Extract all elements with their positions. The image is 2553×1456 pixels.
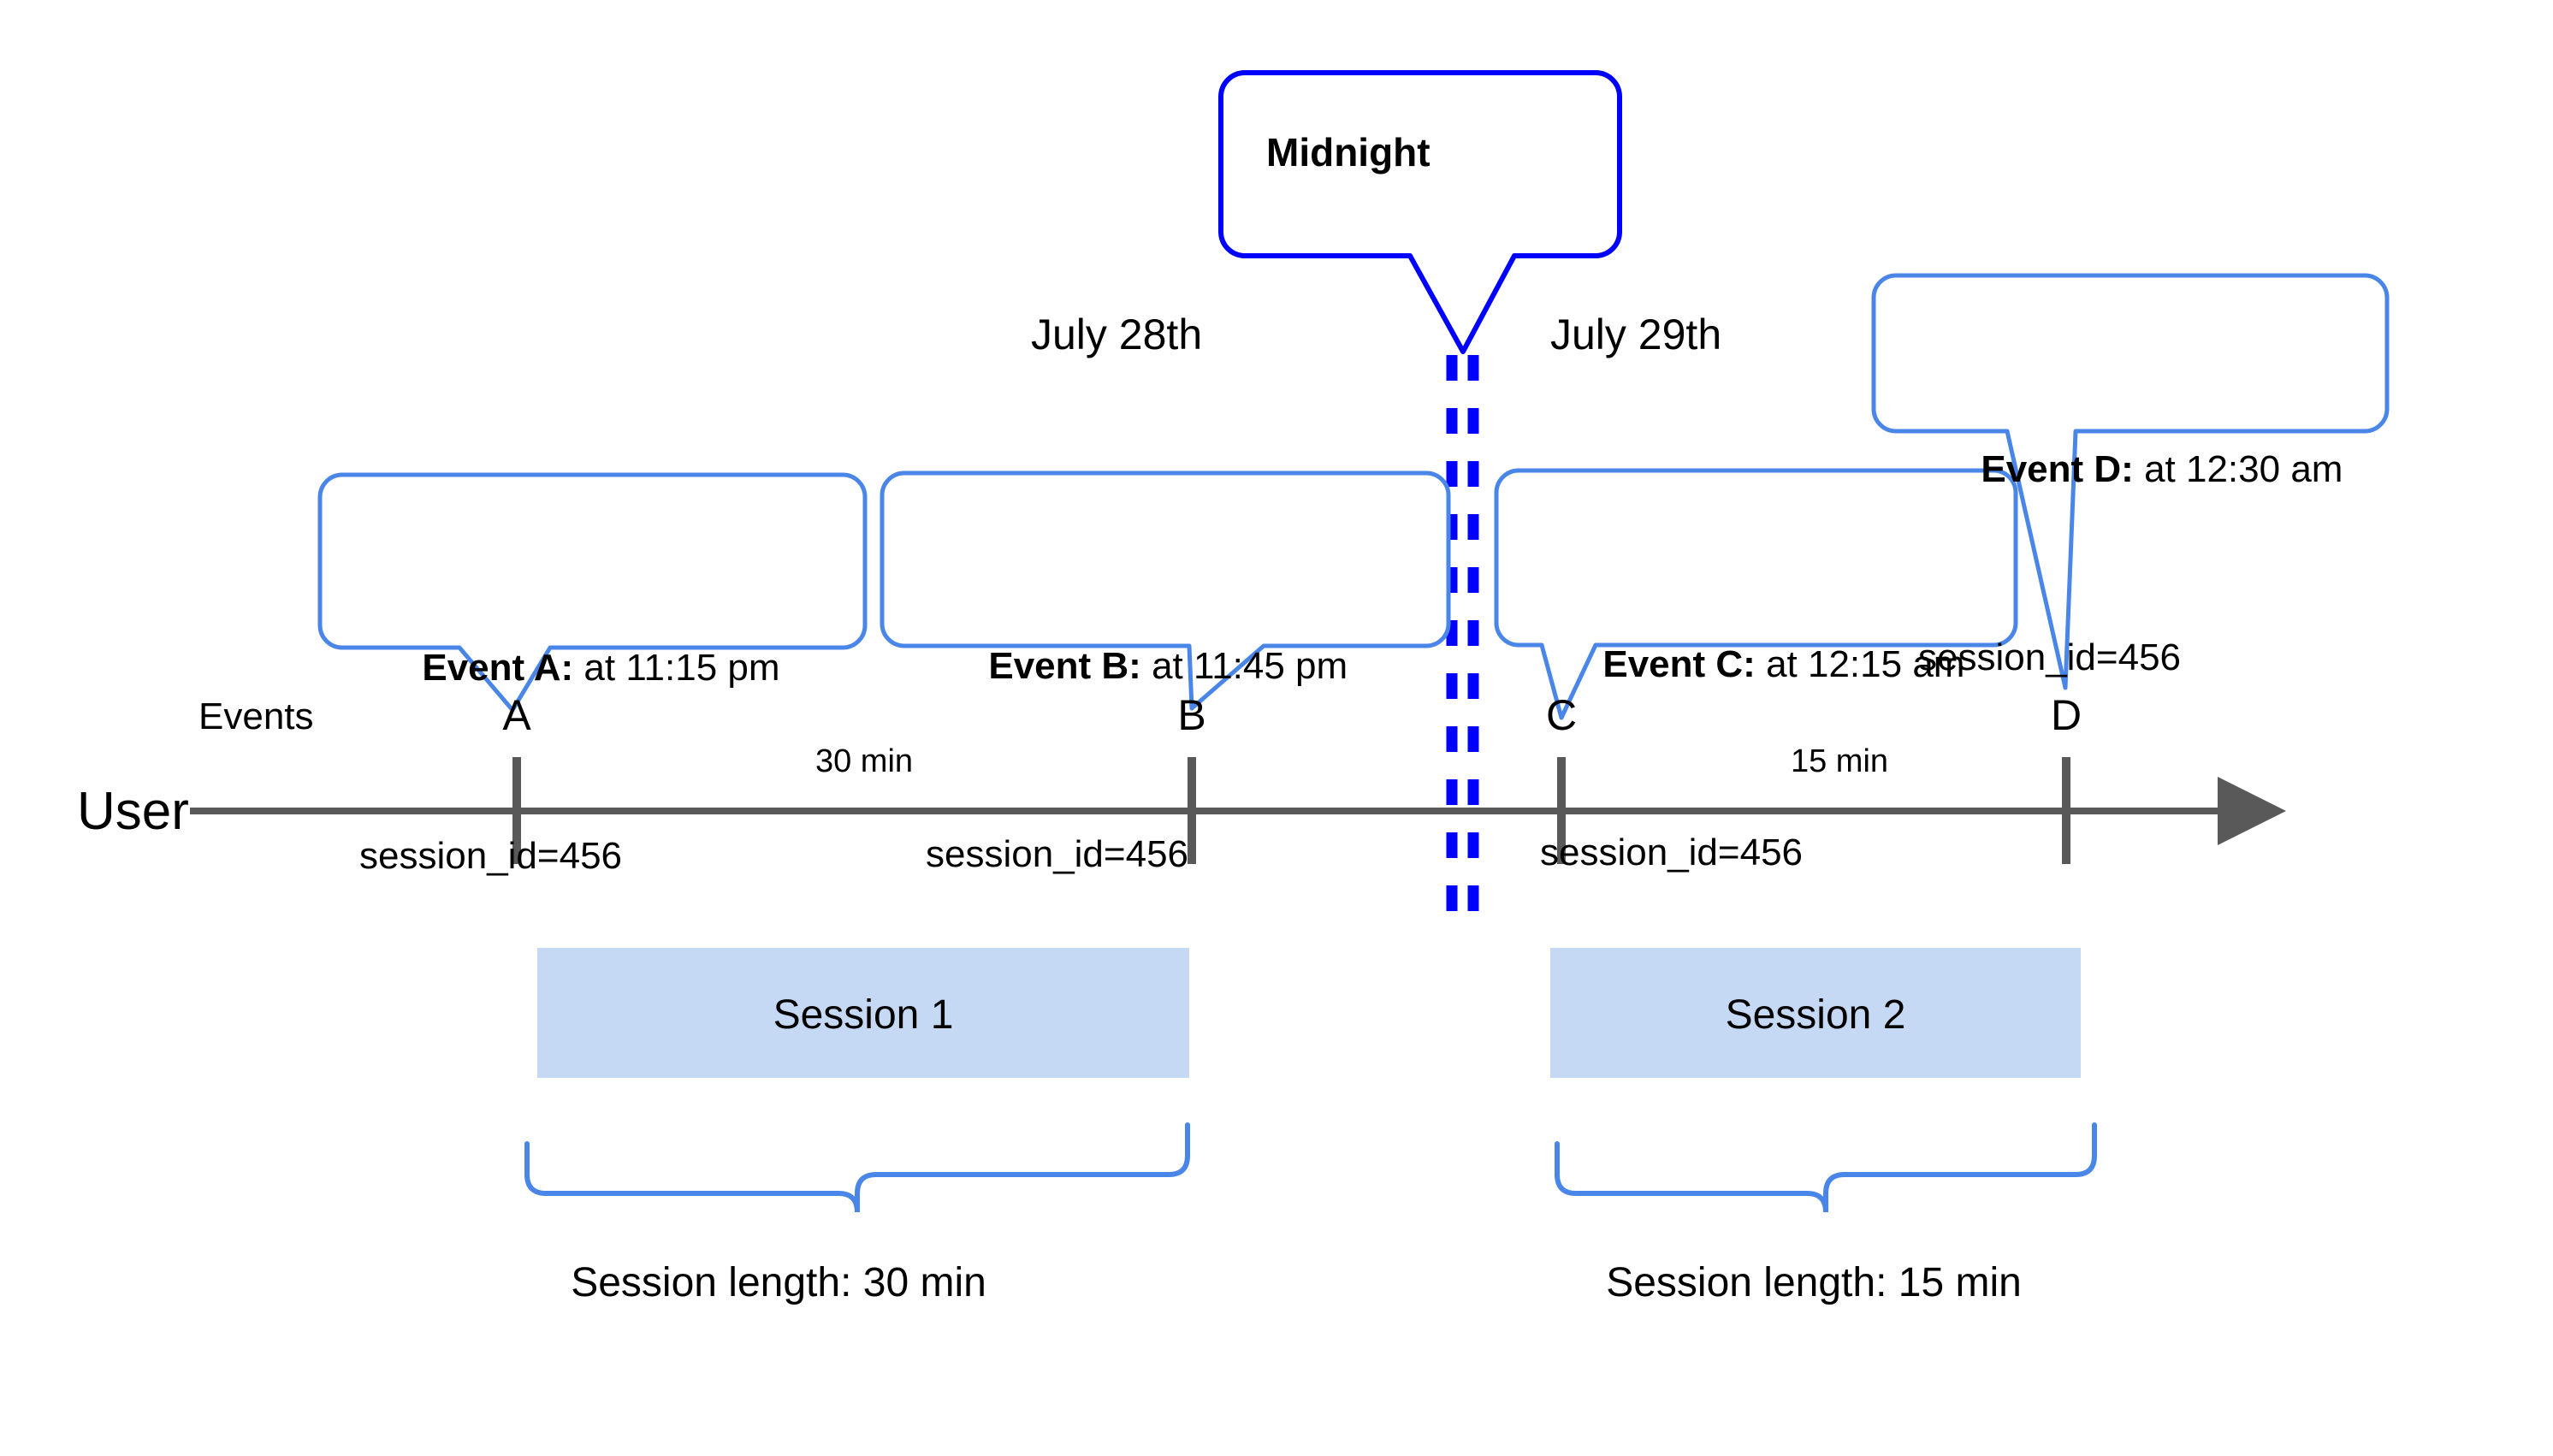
date-label-july28: July 28th	[1031, 311, 1203, 358]
session-bar-label-session2: Session 2	[1725, 992, 1906, 1038]
tick-letter-a: A	[502, 691, 531, 739]
session-bar-session2	[1550, 948, 2081, 1078]
event-callout-bubble-a	[317, 472, 868, 713]
gap-label-cd: 15 min	[1790, 743, 1889, 779]
session-brace-session2	[1555, 1122, 2097, 1213]
event-callout-meta-a: session_id=456	[359, 835, 623, 877]
event-callout-text-d: Event D: at 12:30 am session_id=456	[1918, 305, 2343, 775]
tick-letter-b: B	[1177, 691, 1206, 739]
event-callout-meta-d: session_id=456	[1918, 636, 2182, 678]
midnight-callout-bubble	[1218, 70, 1622, 354]
event-callout-bubble-c	[1494, 468, 2018, 720]
event-callout-bubble-d	[1871, 273, 2390, 690]
event-callout-text-a: Event A: at 11:15 pm session_id=456	[359, 503, 780, 974]
event-callout-detail-d: at 12:30 am	[2133, 448, 2343, 490]
lane-label-events: Events	[198, 695, 314, 737]
event-callout-detail-c: at 12:15 am	[1755, 643, 1965, 685]
event-callout-meta-c: session_id=456	[1540, 832, 1804, 873]
midnight-label: Midnight	[1266, 130, 1431, 175]
gap-label-ab: 30 min	[814, 743, 914, 779]
lane-label-user: User	[77, 782, 189, 841]
event-callout-detail-a: at 11:15 pm	[573, 647, 780, 689]
event-callout-lead-d: Event D:	[1981, 448, 2134, 490]
tick-letter-d: D	[2050, 691, 2082, 739]
session-brace-session1	[524, 1122, 1190, 1213]
event-callout-lead-b: Event B:	[988, 645, 1141, 687]
session-length-label-session1: Session length: 30 min	[571, 1260, 986, 1305]
event-callout-lead-a: Event A:	[422, 647, 574, 689]
tick-letter-c: C	[1545, 691, 1578, 739]
event-callout-text-b: Event B: at 11:45 pm session_id=456	[926, 501, 1348, 972]
session-bar-session1	[537, 948, 1189, 1078]
event-callout-bubble-b	[880, 471, 1451, 711]
event-callout-detail-b: at 11:45 pm	[1140, 645, 1348, 687]
date-label-july29: July 29th	[1550, 311, 1722, 358]
event-callout-meta-b: session_id=456	[926, 833, 1189, 875]
event-callout-lead-c: Event C:	[1602, 643, 1756, 685]
session-bar-label-session1: Session 1	[773, 992, 954, 1038]
session-length-label-session2: Session length: 15 min	[1606, 1260, 2022, 1305]
event-callout-text-c: Event C: at 12:15 am session_id=456	[1540, 500, 1964, 970]
